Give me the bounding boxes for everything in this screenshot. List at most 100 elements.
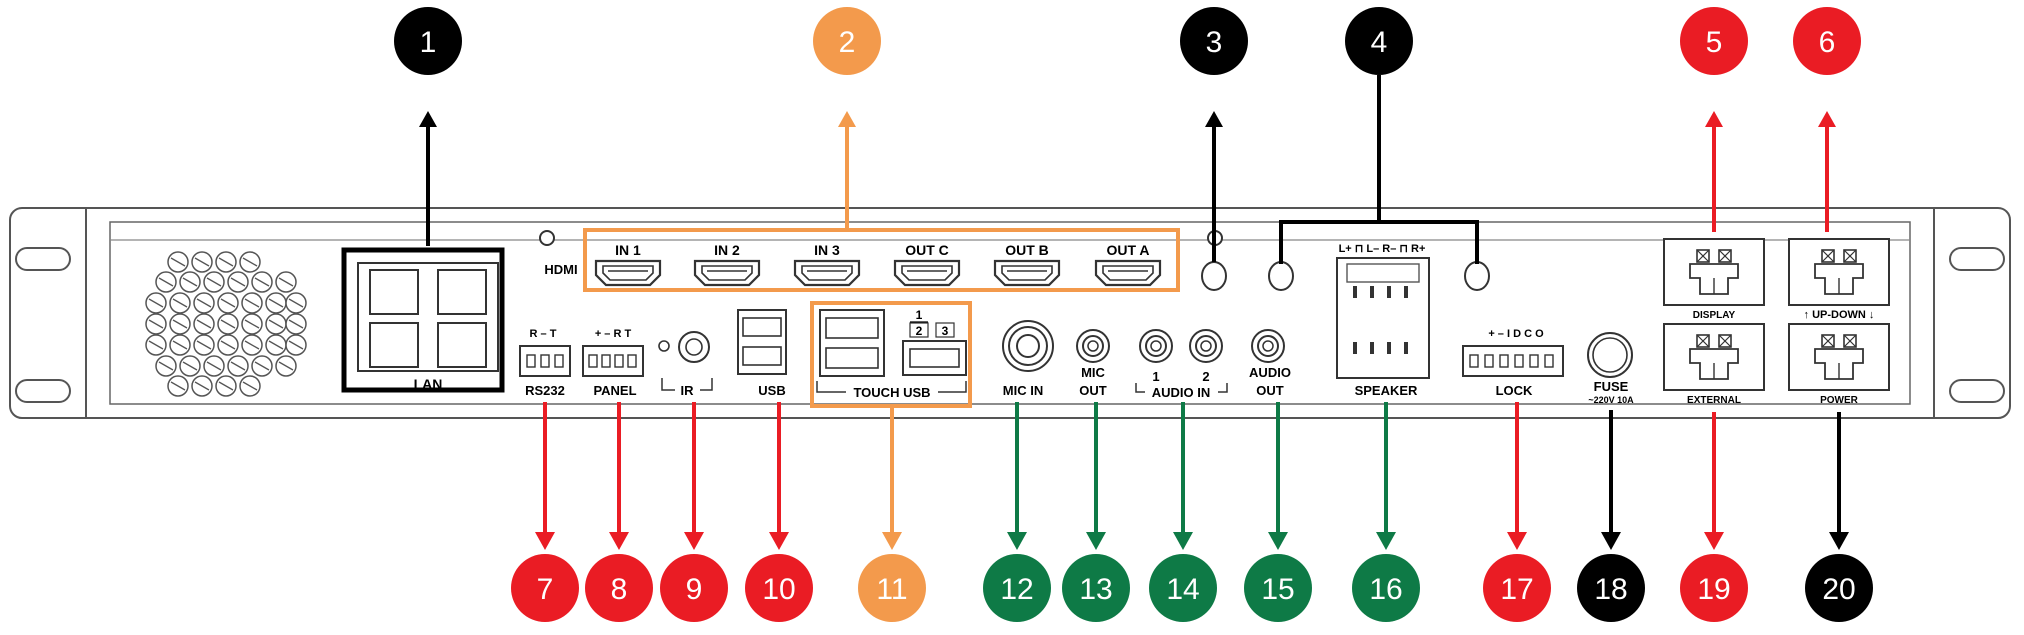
speaker-pin-labels: L+ ⊓ L– R– ⊓ R+ bbox=[1339, 243, 1426, 255]
callout-badge: 18 bbox=[1577, 554, 1645, 622]
callout-number: 15 bbox=[1261, 573, 1294, 606]
callout-arrow bbox=[535, 402, 555, 550]
vent-hole bbox=[193, 313, 215, 335]
vent-hole bbox=[203, 355, 225, 377]
callout-arrow bbox=[1704, 412, 1724, 550]
rs232-label: RS232 bbox=[525, 383, 565, 398]
touch-usb-port-3-label: 3 bbox=[942, 324, 949, 338]
callout-number: 14 bbox=[1166, 573, 1199, 606]
callout-badge: 2 bbox=[813, 7, 881, 75]
hdmi-port: OUT A bbox=[1094, 242, 1162, 287]
vent-hole bbox=[179, 355, 201, 377]
vent-hole bbox=[285, 334, 307, 356]
vent-hole bbox=[239, 251, 261, 273]
callout-arrow bbox=[882, 408, 902, 550]
vent-hole bbox=[167, 375, 189, 397]
vent-hole bbox=[145, 313, 167, 335]
speaker-label: SPEAKER bbox=[1355, 383, 1418, 398]
mic-out-label-line2: OUT bbox=[1079, 383, 1107, 398]
callout-number: 1 bbox=[420, 26, 437, 59]
lock-port: + – I D C O LOCK bbox=[1462, 328, 1564, 398]
ir-port: IR bbox=[658, 331, 713, 398]
mic-out-label-line1: MIC bbox=[1081, 365, 1105, 380]
hdmi-port: OUT B bbox=[993, 242, 1061, 287]
vent-hole bbox=[217, 334, 239, 356]
callout-badge: 12 bbox=[983, 554, 1051, 622]
panel-port: + – R T PANEL bbox=[582, 328, 644, 398]
callout-arrow bbox=[1205, 111, 1223, 262]
callout-number: 17 bbox=[1500, 573, 1533, 606]
audio-out-label-line2: OUT bbox=[1256, 383, 1284, 398]
touch-usb-label: TOUCH USB bbox=[853, 385, 930, 400]
vent-hole bbox=[251, 271, 273, 293]
callout-number: 13 bbox=[1079, 573, 1112, 606]
callout-badge: 17 bbox=[1483, 554, 1551, 622]
callout-number: 9 bbox=[686, 573, 703, 606]
vent-hole bbox=[179, 271, 201, 293]
callout-badge: 13 bbox=[1062, 554, 1130, 622]
callout-arrow bbox=[609, 402, 629, 550]
callout-arrow bbox=[684, 402, 704, 550]
callout-number: 12 bbox=[1000, 573, 1033, 606]
callout-badge: 20 bbox=[1805, 554, 1873, 622]
up-down-relay: ↑ UP-DOWN ↓ bbox=[1788, 238, 1890, 321]
vent-hole bbox=[145, 334, 167, 356]
touch-usb-port-1-label: 1 bbox=[916, 308, 923, 322]
touch-usb-port-2-label: 2 bbox=[916, 324, 923, 338]
callout-badge: 4 bbox=[1345, 7, 1413, 75]
hdmi-port-label: IN 3 bbox=[814, 242, 840, 258]
vent-hole bbox=[241, 334, 263, 356]
callout-arrow bbox=[769, 402, 789, 550]
mic-out-port: MIC OUT bbox=[1076, 329, 1110, 398]
callout-number: 3 bbox=[1206, 26, 1223, 59]
callout-number: 18 bbox=[1594, 573, 1627, 606]
callout-badge: 3 bbox=[1180, 7, 1248, 75]
display-label: DISPLAY bbox=[1693, 310, 1736, 321]
callout-badge: 7 bbox=[511, 554, 579, 622]
hdmi-port-label: OUT A bbox=[1106, 242, 1149, 258]
vent-hole bbox=[191, 375, 213, 397]
vent-hole bbox=[275, 271, 297, 293]
vent-hole bbox=[217, 313, 239, 335]
vent-hole bbox=[285, 292, 307, 314]
rs232-pin-labels: R – T bbox=[530, 328, 557, 340]
external-relay: EXTERNAL bbox=[1663, 323, 1765, 406]
vent-hole bbox=[193, 334, 215, 356]
vent-hole bbox=[285, 313, 307, 335]
lan-port-group: LAN bbox=[341, 247, 505, 393]
callout-number: 11 bbox=[876, 573, 907, 606]
hdmi-group-label: HDMI bbox=[544, 262, 577, 277]
panel-label: PANEL bbox=[593, 383, 636, 398]
vent-hole bbox=[251, 355, 273, 377]
usb-port: USB bbox=[737, 309, 787, 398]
vent-hole bbox=[275, 355, 297, 377]
vent-hole bbox=[167, 251, 189, 273]
callout-badge: 5 bbox=[1680, 7, 1748, 75]
vent-hole bbox=[191, 251, 213, 273]
callout-badge: 15 bbox=[1244, 554, 1312, 622]
callout-arrows bbox=[419, 75, 1849, 550]
audio-in-label: AUDIO IN bbox=[1152, 385, 1211, 400]
vent-hole bbox=[169, 334, 191, 356]
audio-in-2-label: 2 bbox=[1202, 369, 1209, 384]
callout-arrow bbox=[419, 111, 437, 246]
vent-hole bbox=[169, 292, 191, 314]
callout-badge: 16 bbox=[1352, 554, 1420, 622]
callout-arrow bbox=[1829, 412, 1849, 550]
vent-hole bbox=[169, 313, 191, 335]
hdmi-port: IN 1 bbox=[594, 242, 662, 287]
callout-arrow bbox=[1268, 402, 1288, 550]
callout-arrow bbox=[1376, 402, 1396, 550]
mic-in-label: MIC IN bbox=[1003, 383, 1043, 398]
vent-hole bbox=[215, 375, 237, 397]
callout-number: 4 bbox=[1371, 26, 1388, 59]
usb-label: USB bbox=[758, 383, 785, 398]
callout-arrow bbox=[1818, 111, 1836, 232]
audio-out-label-line1: AUDIO bbox=[1249, 365, 1291, 380]
vent-hole bbox=[239, 375, 261, 397]
hdmi-port-label: OUT C bbox=[905, 242, 949, 258]
callout-number: 2 bbox=[839, 26, 856, 59]
rs232-port: R – T RS232 bbox=[519, 328, 571, 398]
